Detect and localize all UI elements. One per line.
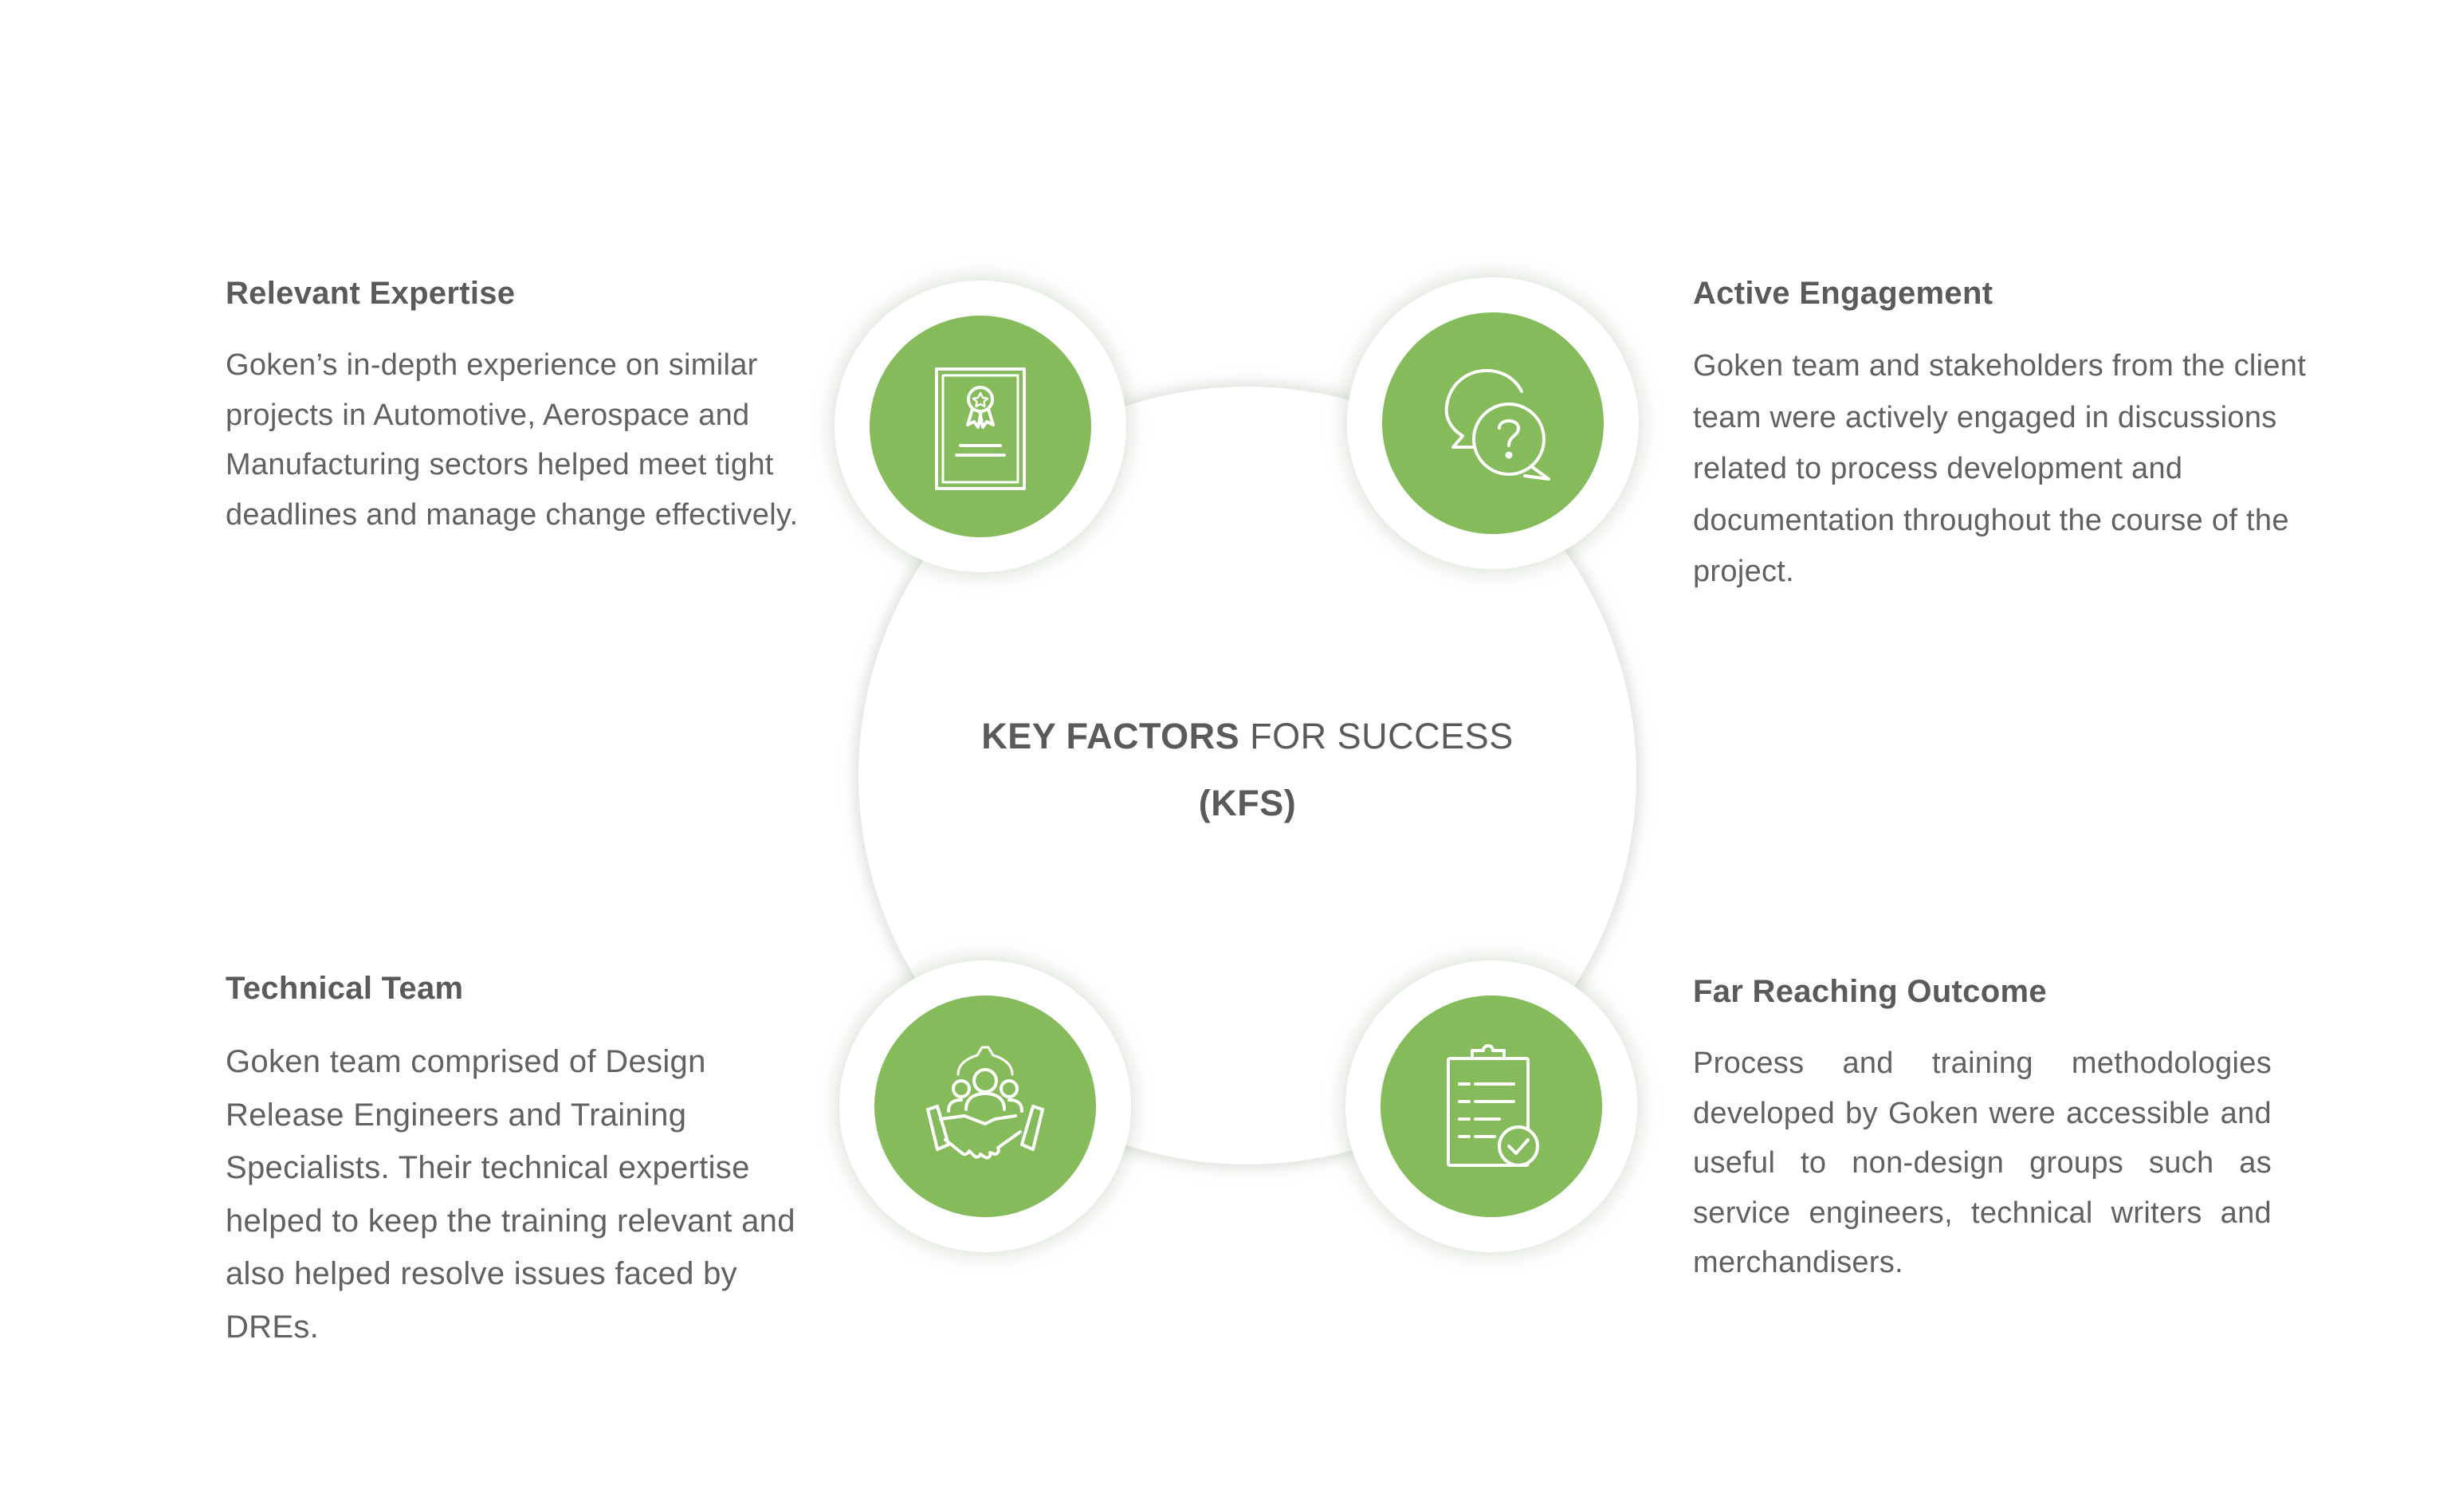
certificate-icon bbox=[935, 367, 1026, 490]
center-title-bold: KEY FACTORS bbox=[981, 716, 1240, 756]
team-handshake-icon bbox=[926, 1046, 1044, 1160]
factor-title: Far Reaching Outcome bbox=[1693, 974, 2047, 1009]
factor-title: Technical Team bbox=[226, 971, 464, 1006]
factor-title: Relevant Expertise bbox=[226, 276, 516, 311]
discussion-bubbles-icon bbox=[1444, 369, 1550, 481]
center-subtitle: (KFS) bbox=[1198, 783, 1297, 823]
node-green-disc bbox=[1382, 312, 1604, 534]
node-relevant-expertise bbox=[835, 281, 1126, 572]
clipboard-check-icon bbox=[1447, 1044, 1539, 1167]
node-technical-team bbox=[839, 960, 1131, 1252]
factor-description: Goken team comprised of Design Release E… bbox=[226, 1044, 795, 1345]
center-title: KEY FACTORS FOR SUCCESS (KFS) bbox=[858, 703, 1636, 837]
factor-technical-team: Technical Team Goken team comprised of D… bbox=[226, 971, 831, 1353]
factor-description: Process and training methodologies devel… bbox=[1693, 1047, 2272, 1279]
factor-active-engagement: Active Engagement Goken team and stakeho… bbox=[1693, 276, 2315, 598]
factor-title: Active Engagement bbox=[1693, 276, 1993, 311]
center-title-regular: FOR SUCCESS bbox=[1239, 716, 1514, 756]
node-far-reaching-outcome bbox=[1345, 960, 1637, 1252]
node-green-disc bbox=[1381, 996, 1602, 1217]
node-green-disc bbox=[874, 996, 1096, 1217]
factor-relevant-expertise: Relevant Expertise Goken’s in-depth expe… bbox=[226, 276, 815, 540]
factor-far-reaching-outcome: Far Reaching Outcome Process and trainin… bbox=[1693, 974, 2272, 1288]
factor-description: Goken’s in-depth experience on similar p… bbox=[226, 348, 799, 532]
node-green-disc bbox=[870, 316, 1091, 537]
node-active-engagement bbox=[1347, 277, 1639, 569]
factor-description: Goken team and stakeholders from the cli… bbox=[1693, 349, 2307, 588]
